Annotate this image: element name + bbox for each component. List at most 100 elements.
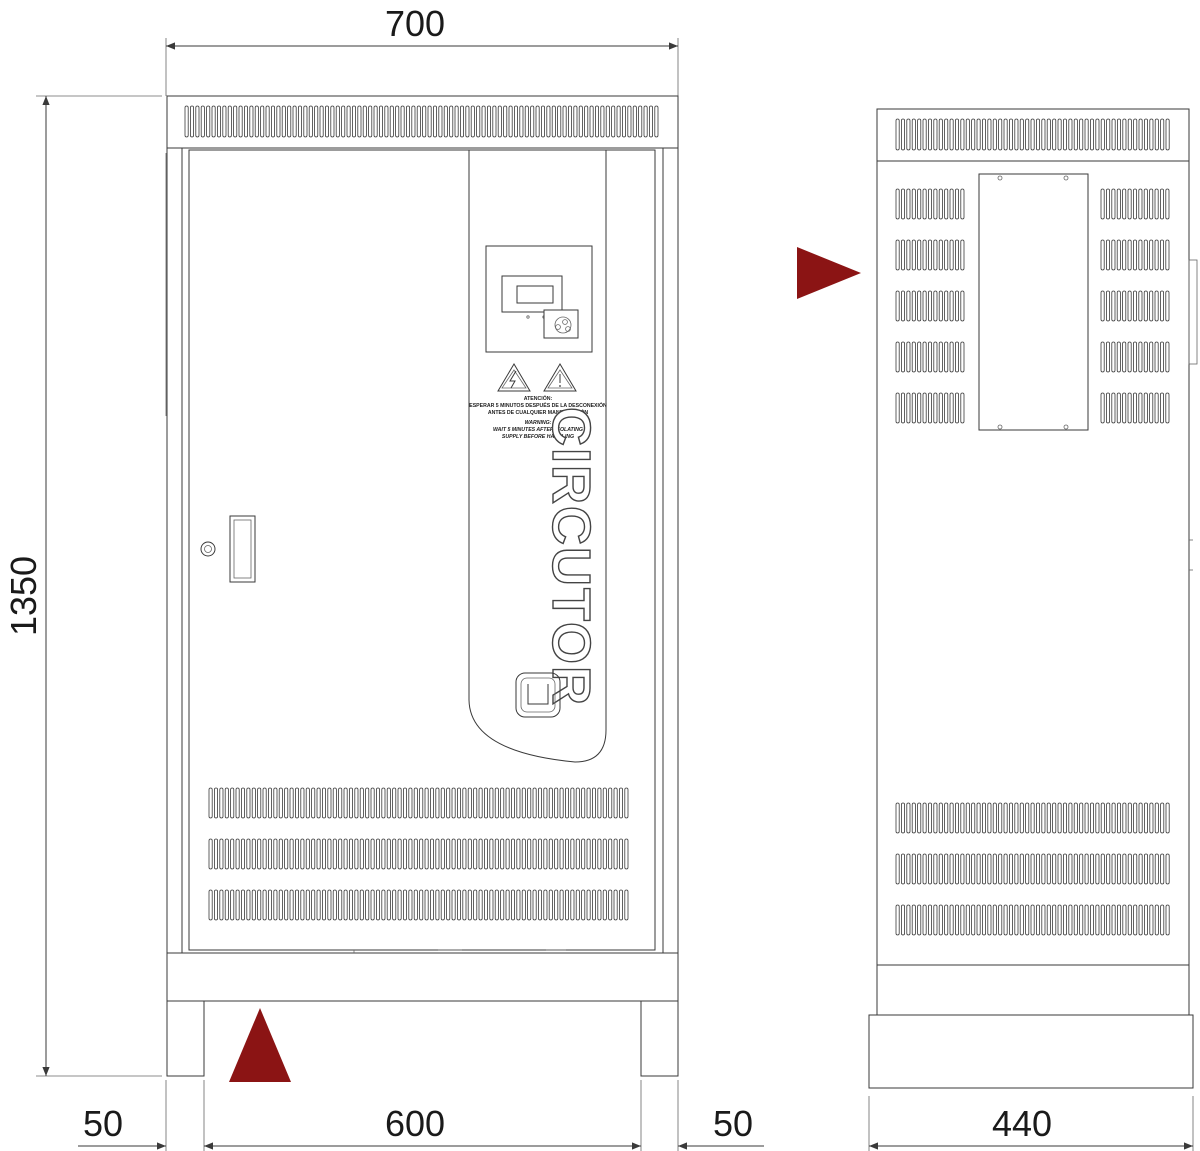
vent-slot xyxy=(1057,802,1062,834)
vent-slot xyxy=(516,889,521,921)
vent-slot xyxy=(368,105,373,138)
vent-slot xyxy=(400,105,405,138)
vent-slot xyxy=(917,290,922,322)
vent-slot xyxy=(938,341,943,373)
vent-slot xyxy=(289,889,294,921)
vent-slot xyxy=(911,802,916,834)
vent-slot xyxy=(240,838,245,870)
vent-slot xyxy=(1100,239,1105,271)
vent-slot xyxy=(1090,802,1095,834)
vent-slot xyxy=(933,188,938,220)
vent-slot xyxy=(1095,118,1100,151)
vent-slot xyxy=(470,105,475,138)
vent-slot xyxy=(1160,118,1165,151)
vent-slot xyxy=(928,239,933,271)
vent-slot xyxy=(1160,239,1165,271)
vent-slot xyxy=(613,838,618,870)
vent-slot xyxy=(413,838,418,870)
vent-slot xyxy=(949,188,954,220)
vent-slot xyxy=(267,889,272,921)
vent-slot xyxy=(1003,802,1008,834)
vent-slot xyxy=(294,889,299,921)
vent-slot xyxy=(435,838,440,870)
vent-slot xyxy=(548,889,553,921)
vent-slot xyxy=(1063,904,1068,936)
vent-slot xyxy=(1030,118,1035,151)
vent-slot xyxy=(184,105,189,138)
vent-slot xyxy=(246,787,251,819)
vent-slot xyxy=(351,105,356,138)
vent-slot xyxy=(611,105,616,138)
vent-slot xyxy=(494,889,499,921)
vent-slot xyxy=(429,889,434,921)
vent-slot xyxy=(1068,904,1073,936)
vent-slot xyxy=(473,787,478,819)
vent-slot xyxy=(1117,802,1122,834)
vent-slot xyxy=(408,889,413,921)
vent-slot xyxy=(1084,118,1089,151)
vent-slot xyxy=(1014,853,1019,885)
vent-slot xyxy=(613,787,618,819)
vent-slot xyxy=(478,838,483,870)
vent-slot xyxy=(1106,904,1111,936)
vent-slot xyxy=(901,290,906,322)
vent-slot xyxy=(1019,118,1024,151)
vent-slot xyxy=(949,802,954,834)
vent-slot xyxy=(917,188,922,220)
vent-slot xyxy=(503,105,508,138)
vent-slot xyxy=(565,889,570,921)
vent-slot xyxy=(570,787,575,819)
vent-slot xyxy=(1111,118,1116,151)
vent-slot xyxy=(1079,802,1084,834)
vent-slot xyxy=(554,787,559,819)
vent-slot xyxy=(1133,118,1138,151)
brand-logo-icon xyxy=(515,672,561,718)
vent-slot xyxy=(222,105,227,138)
vent-slot xyxy=(960,239,965,271)
vent-slot xyxy=(911,341,916,373)
vent-slot xyxy=(944,239,949,271)
vent-slot xyxy=(189,105,194,138)
vent-slot xyxy=(1122,118,1127,151)
vent-slot xyxy=(976,904,981,936)
vent-slot xyxy=(581,838,586,870)
vent-slot xyxy=(624,838,629,870)
vent-slot xyxy=(1106,118,1111,151)
vent-slot xyxy=(1009,853,1014,885)
vent-slot xyxy=(348,889,353,921)
vent-slot xyxy=(1073,802,1078,834)
vent-slot xyxy=(216,105,221,138)
vent-slot xyxy=(960,802,965,834)
brand-logo: CIRCUTOR xyxy=(515,406,602,718)
vent-slot xyxy=(338,838,343,870)
controller-display xyxy=(485,245,593,353)
vent-slot xyxy=(1127,239,1132,271)
vent-slot xyxy=(575,787,580,819)
door-lock-icon[interactable] xyxy=(200,541,216,557)
vent-slot xyxy=(619,838,624,870)
vent-slot xyxy=(294,787,299,819)
vent-slot xyxy=(654,105,659,138)
vent-slot xyxy=(311,889,316,921)
vent-slot xyxy=(438,105,443,138)
vent-slot xyxy=(240,889,245,921)
vent-slot xyxy=(965,904,970,936)
vent-slot xyxy=(543,838,548,870)
vent-slot xyxy=(1165,904,1170,936)
vent-slot xyxy=(532,889,537,921)
vent-slot xyxy=(575,889,580,921)
vent-slot xyxy=(456,787,461,819)
vent-slot xyxy=(581,889,586,921)
vent-slot xyxy=(573,105,578,138)
vent-slot xyxy=(570,838,575,870)
vent-slot xyxy=(1138,392,1143,424)
vent-slot xyxy=(949,853,954,885)
vent-slot xyxy=(257,889,262,921)
vent-slot xyxy=(938,392,943,424)
vent-slot xyxy=(1133,392,1138,424)
vent-slot xyxy=(944,853,949,885)
vent-slot xyxy=(960,853,965,885)
vent-slot xyxy=(906,802,911,834)
vent-slot xyxy=(281,105,286,138)
vent-slot xyxy=(1165,341,1170,373)
